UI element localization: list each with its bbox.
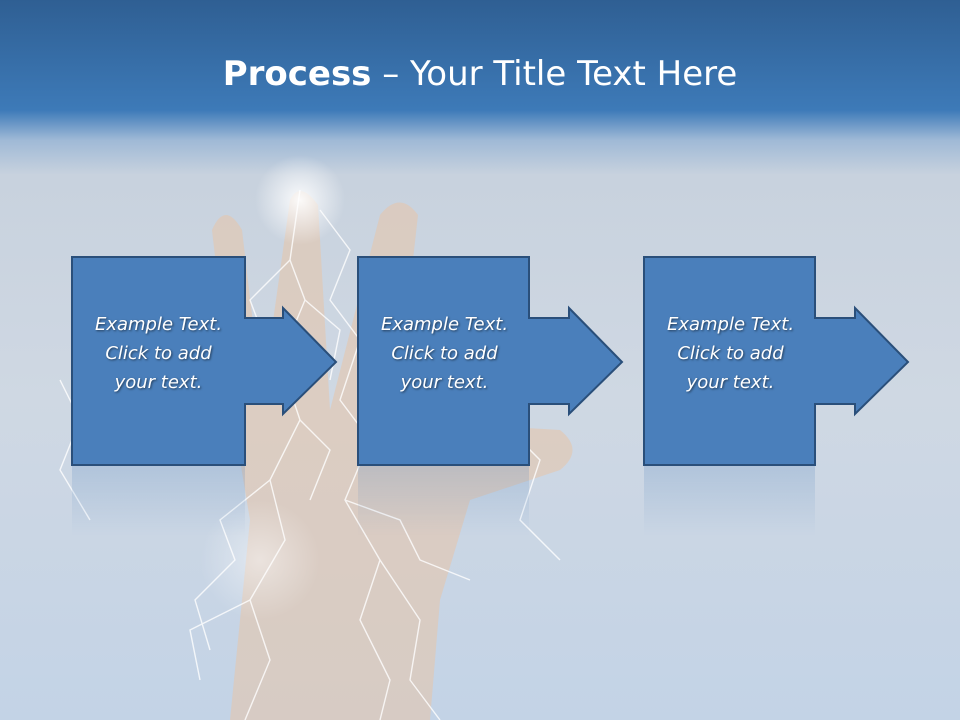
step-2-line-3: your text. (400, 372, 489, 393)
slide-title[interactable]: Process – Your Title Text Here (0, 50, 960, 98)
step-2-line-1: Example Text. (380, 314, 509, 335)
title-rest: – Your Title Text Here (371, 54, 738, 94)
step-3-line-1: Example Text. (666, 314, 795, 335)
step-1-reflection (72, 466, 245, 536)
step-2-arrow-shape (357, 256, 624, 466)
step-1-text[interactable]: Example Text. Click to add your text. (71, 310, 246, 397)
step-2-reflection (358, 466, 529, 536)
step-2-line-2: Click to add (391, 343, 498, 364)
step-3-line-2: Click to add (677, 343, 784, 364)
step-1-arrow-shape (71, 256, 338, 466)
title-bold: Process (222, 54, 372, 94)
process-step-2[interactable]: Example Text. Click to add your text. (357, 256, 624, 466)
process-step-3[interactable]: Example Text. Click to add your text. (643, 256, 910, 466)
step-3-text[interactable]: Example Text. Click to add your text. (643, 310, 818, 397)
step-3-reflection (644, 466, 815, 536)
step-1-line-2: Click to add (105, 343, 212, 364)
step-3-line-3: your text. (686, 372, 775, 393)
step-1-line-3: your text. (114, 372, 203, 393)
process-step-1[interactable]: Example Text. Click to add your text. (71, 256, 338, 466)
step-1-line-1: Example Text. (94, 314, 223, 335)
step-3-arrow-shape (643, 256, 910, 466)
step-2-text[interactable]: Example Text. Click to add your text. (357, 310, 532, 397)
